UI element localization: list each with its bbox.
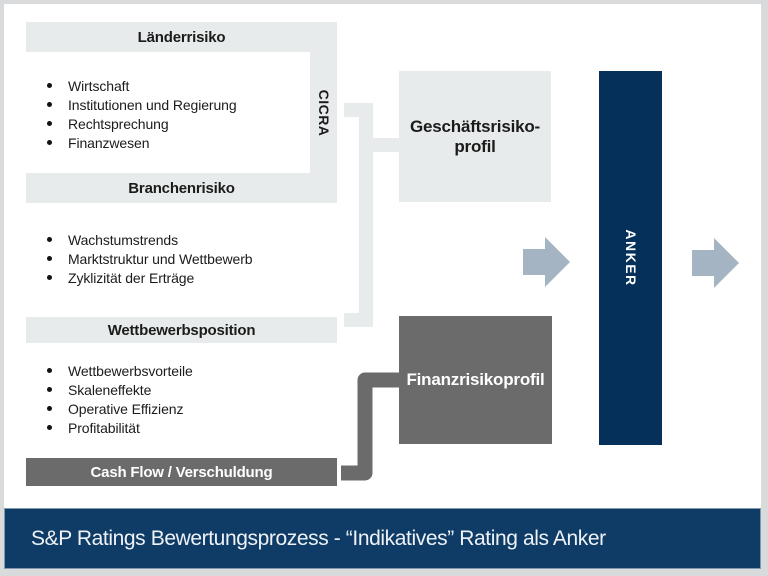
list-item-label: Wirtschaft — [68, 77, 130, 94]
list-item-label: Zyklizität der Erträge — [68, 269, 195, 286]
list-item-label: Marktstruktur und Wettbewerb — [68, 250, 253, 267]
list-item: Zyklizität der Erträge — [47, 268, 252, 287]
bullet-icon — [47, 275, 52, 280]
bullet-icon — [47, 121, 52, 126]
list-item-label: Wachstumstrends — [68, 231, 179, 248]
list-item-label: Operative Effizienz — [68, 400, 184, 417]
anchor-bar: ANKER — [599, 71, 662, 445]
list-item: Operative Effizienz — [47, 399, 193, 418]
competitive-position-header: Wettbewerbsposition — [26, 317, 337, 343]
list-item-label: Rechtsprechung — [68, 115, 169, 132]
cicra-strip: CICRA — [310, 52, 337, 173]
country-risk-list: Wirtschaft Institutionen und Regierung R… — [47, 76, 237, 152]
bullet-icon — [47, 256, 52, 261]
cicra-bracket-connector — [344, 103, 399, 327]
bullet-icon — [47, 102, 52, 107]
cash-flow-title: Cash Flow / Verschuldung — [90, 463, 273, 481]
cash-flow-connector — [341, 372, 399, 481]
list-item: Institutionen und Regierung — [47, 95, 237, 114]
list-item-label: Institutionen und Regierung — [68, 96, 237, 113]
list-item: Finanzwesen — [47, 133, 237, 152]
arrow-to-anchor-icon — [523, 237, 570, 287]
cash-flow-bar: Cash Flow / Verschuldung — [26, 458, 337, 486]
bullet-icon — [47, 368, 52, 373]
list-item-label: Finanzwesen — [68, 134, 150, 151]
list-item-label: Skaleneffekte — [68, 381, 152, 398]
bullet-icon — [47, 425, 52, 430]
country-risk-header: Länderrisiko — [26, 22, 337, 52]
bullet-icon — [47, 237, 52, 242]
footer-bar: S&P Ratings Bewertungsprozess - “Indikat… — [4, 508, 761, 569]
competitive-position-title: Wettbewerbsposition — [107, 321, 256, 339]
list-item: Profitabilität — [47, 418, 193, 437]
competitive-position-list: Wettbewerbsvorteile Skaleneffekte Operat… — [47, 361, 193, 437]
bullet-icon — [47, 406, 52, 411]
list-item-label: Profitabilität — [68, 419, 140, 436]
industry-risk-header: Branchenrisiko — [26, 173, 337, 203]
list-item: Rechtsprechung — [47, 114, 237, 133]
industry-risk-title: Branchenrisiko — [128, 179, 235, 197]
list-item: Marktstruktur und Wettbewerb — [47, 249, 253, 268]
bullet-icon — [47, 140, 52, 145]
list-item-label: Wettbewerbsvorteile — [68, 362, 193, 379]
list-item: Wettbewerbsvorteile — [47, 361, 193, 380]
bullet-icon — [47, 387, 52, 392]
list-item: Wachstumstrends — [47, 230, 252, 249]
industry-risk-list: Wachstumstrends Marktstruktur und Wettbe… — [47, 230, 253, 287]
anchor-label: ANKER — [622, 229, 639, 287]
country-risk-content-box — [26, 52, 310, 173]
financial-risk-title: Finanzrisikoprofil — [406, 370, 545, 389]
bullet-icon — [47, 83, 52, 88]
business-risk-title-line2: profil — [454, 136, 496, 156]
business-risk-profile-box: Geschäftsrisiko- profil — [399, 71, 551, 202]
footer-title: S&P Ratings Bewertungsprozess - “Indikat… — [31, 526, 606, 550]
business-risk-title-line1: Geschäftsrisiko- — [409, 116, 541, 136]
arrow-output-icon — [692, 238, 739, 288]
country-risk-title: Länderrisiko — [137, 28, 226, 46]
financial-risk-profile-box: Finanzrisikoprofil — [399, 316, 552, 444]
list-item: Wirtschaft — [47, 76, 237, 95]
list-item: Skaleneffekte — [47, 380, 193, 399]
cicra-label: CICRA — [315, 89, 332, 136]
